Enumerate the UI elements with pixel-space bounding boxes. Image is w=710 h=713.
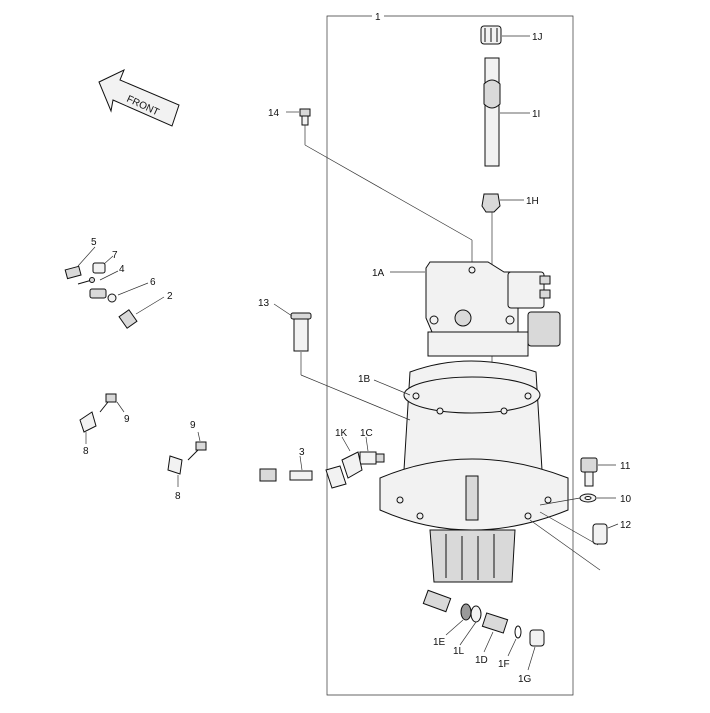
- part-14-bolt: [299, 108, 311, 126]
- callout-1E: 1E: [433, 637, 446, 648]
- callout-12: 12: [620, 520, 632, 531]
- callout-1F: 1F: [498, 659, 510, 670]
- callout-1A: 1A: [372, 268, 385, 279]
- part-1A-valve-block: [425, 261, 561, 347]
- part-6-connector: [89, 288, 117, 303]
- callout-1B: 1B: [358, 374, 371, 385]
- callout-14: 14: [268, 108, 280, 119]
- part-1J-cap: [480, 25, 502, 45]
- callout-1H: 1H: [526, 196, 539, 207]
- callout-1D: 1D: [475, 655, 488, 666]
- callout-1L: 1L: [453, 646, 465, 657]
- callout-1G: 1G: [518, 674, 532, 685]
- hose-large: [329, 477, 426, 602]
- callout-1I: 1I: [532, 109, 540, 120]
- callout-8-right: 8: [175, 491, 181, 502]
- part-1E-oring: [460, 603, 472, 621]
- hose-fitting-right: [259, 468, 277, 482]
- part-1L-washer: [470, 605, 482, 623]
- part-7-cap: [92, 262, 106, 274]
- callout-6: 6: [150, 277, 156, 288]
- part-10-washer: [579, 493, 597, 503]
- part-5-fitting: [64, 265, 82, 280]
- part-4-screw: [77, 277, 95, 285]
- part-1D-adapter: [481, 612, 509, 634]
- callout-7: 7: [112, 250, 118, 261]
- part-1I-gauge-tube: [483, 57, 501, 167]
- callout-2: 2: [167, 291, 173, 302]
- part-8-clamp-left: [79, 411, 97, 433]
- callout-1K: 1K: [335, 428, 348, 439]
- callout-9-right: 9: [190, 420, 196, 431]
- hose-fitting-lower: [422, 589, 452, 613]
- part-11-bolt: [580, 457, 598, 487]
- callout-1: 1: [375, 12, 381, 23]
- front-direction-arrow: FRONT: [98, 68, 180, 127]
- callout-3: 3: [299, 447, 305, 458]
- part-8-clamp-right: [167, 455, 183, 475]
- part-1G-cap: [529, 629, 545, 647]
- part-13-pin: [290, 312, 312, 352]
- part-1F-oring: [514, 625, 522, 639]
- part-3-adapter: [289, 470, 313, 481]
- hose-drain: [66, 317, 261, 477]
- part-1C-fitting: [359, 451, 385, 465]
- part-9-bolt-left: [99, 393, 117, 413]
- callout-13: 13: [258, 298, 270, 309]
- part-elbow-connector: [325, 465, 347, 489]
- part-2-hose-end: [118, 309, 138, 329]
- assembly-boundary: [326, 15, 574, 696]
- callout-1C: 1C: [360, 428, 373, 439]
- callout-1J: 1J: [532, 32, 543, 43]
- callout-11: 11: [620, 461, 631, 472]
- part-1B-motor-housing: [379, 331, 569, 583]
- callout-5: 5: [91, 237, 97, 248]
- callout-10: 10: [620, 494, 632, 505]
- callout-4: 4: [119, 264, 125, 275]
- part-1H-plug: [481, 193, 501, 213]
- part-9-bolt-right: [187, 441, 207, 461]
- callout-8-left: 8: [83, 446, 89, 457]
- callout-9-left: 9: [124, 414, 130, 425]
- part-12-dowel: [592, 523, 608, 545]
- part-1K-elbow: [341, 451, 363, 479]
